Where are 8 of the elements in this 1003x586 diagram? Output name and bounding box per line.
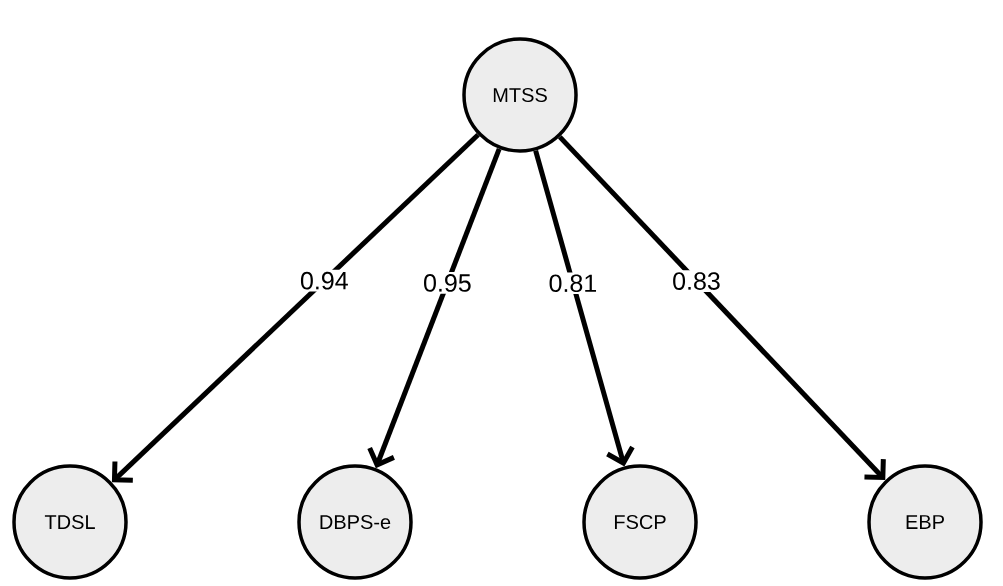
arrow: [533, 149, 635, 467]
edge-label: 0.83: [673, 272, 720, 290]
edge-label: 0.81: [549, 274, 596, 293]
edge-label: 0.94: [300, 271, 348, 290]
arrow: [367, 147, 502, 469]
arrow: [111, 132, 480, 483]
arrow: [557, 135, 886, 481]
edge-label: 0.95: [424, 274, 471, 292]
